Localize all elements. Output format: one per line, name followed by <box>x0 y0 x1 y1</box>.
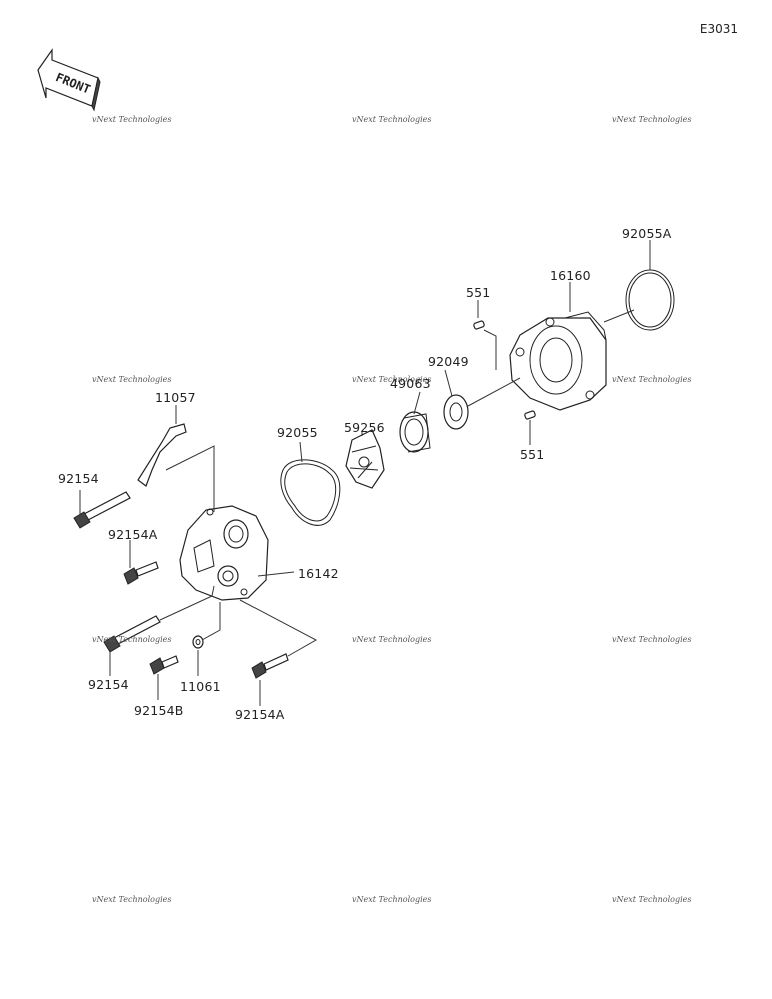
label-16142: 16142 <box>298 566 339 581</box>
watermark: vNext Technologies <box>92 115 172 124</box>
gasket-92055 <box>280 459 341 526</box>
label-16160: 16160 <box>550 268 591 283</box>
label-551-top: 551 <box>466 285 491 300</box>
watermark: vNext Technologies <box>92 375 172 384</box>
bolt-92154-bottom <box>103 615 161 653</box>
label-11061: 11061 <box>180 679 221 694</box>
label-11057: 11057 <box>155 390 196 405</box>
washer-11061 <box>192 635 204 649</box>
label-92154-bottom: 92154 <box>88 677 129 692</box>
watermark: vNext Technologies <box>612 635 692 644</box>
front-arrow-icon: FRONT <box>37 48 101 112</box>
dowel-pin-551-bottom <box>524 410 536 420</box>
watermark: vNext Technologies <box>352 635 432 644</box>
label-92154b: 92154B <box>134 703 184 718</box>
label-92154-top: 92154 <box>58 471 99 486</box>
bolt-92154a-top <box>123 561 159 585</box>
bolt-92154a-bottom <box>251 653 289 679</box>
watermark: vNext Technologies <box>92 895 172 904</box>
label-59256: 59256 <box>344 420 385 435</box>
watermark: vNext Technologies <box>352 115 432 124</box>
watermark: vNext Technologies <box>352 375 432 384</box>
bolt-92154b <box>149 655 179 675</box>
label-92154a-top: 92154A <box>108 527 158 542</box>
diagram-code: E3031 <box>699 22 738 36</box>
label-92055a: 92055A <box>622 226 672 241</box>
watermark: vNext Technologies <box>352 895 432 904</box>
pump-housing-16160 <box>509 311 607 411</box>
watermark: vNext Technologies <box>612 375 692 384</box>
impeller-59256 <box>345 429 385 489</box>
dowel-pin-551-top <box>473 320 485 330</box>
label-92055: 92055 <box>277 425 318 440</box>
mechanical-seal-49063 <box>399 411 431 453</box>
label-92154a-bottom: 92154A <box>235 707 285 722</box>
clip-11057 <box>137 423 187 487</box>
label-551-bottom: 551 <box>520 447 545 462</box>
label-49063: 49063 <box>390 376 431 391</box>
bolt-92154-top <box>73 491 131 529</box>
pump-cover-16142 <box>179 505 269 601</box>
oil-seal-92049 <box>443 394 469 430</box>
o-ring-92055a <box>625 269 675 331</box>
watermark: vNext Technologies <box>612 895 692 904</box>
label-92049: 92049 <box>428 354 469 369</box>
leader-lines <box>79 240 651 706</box>
watermark: vNext Technologies <box>92 635 172 644</box>
watermark: vNext Technologies <box>612 115 692 124</box>
